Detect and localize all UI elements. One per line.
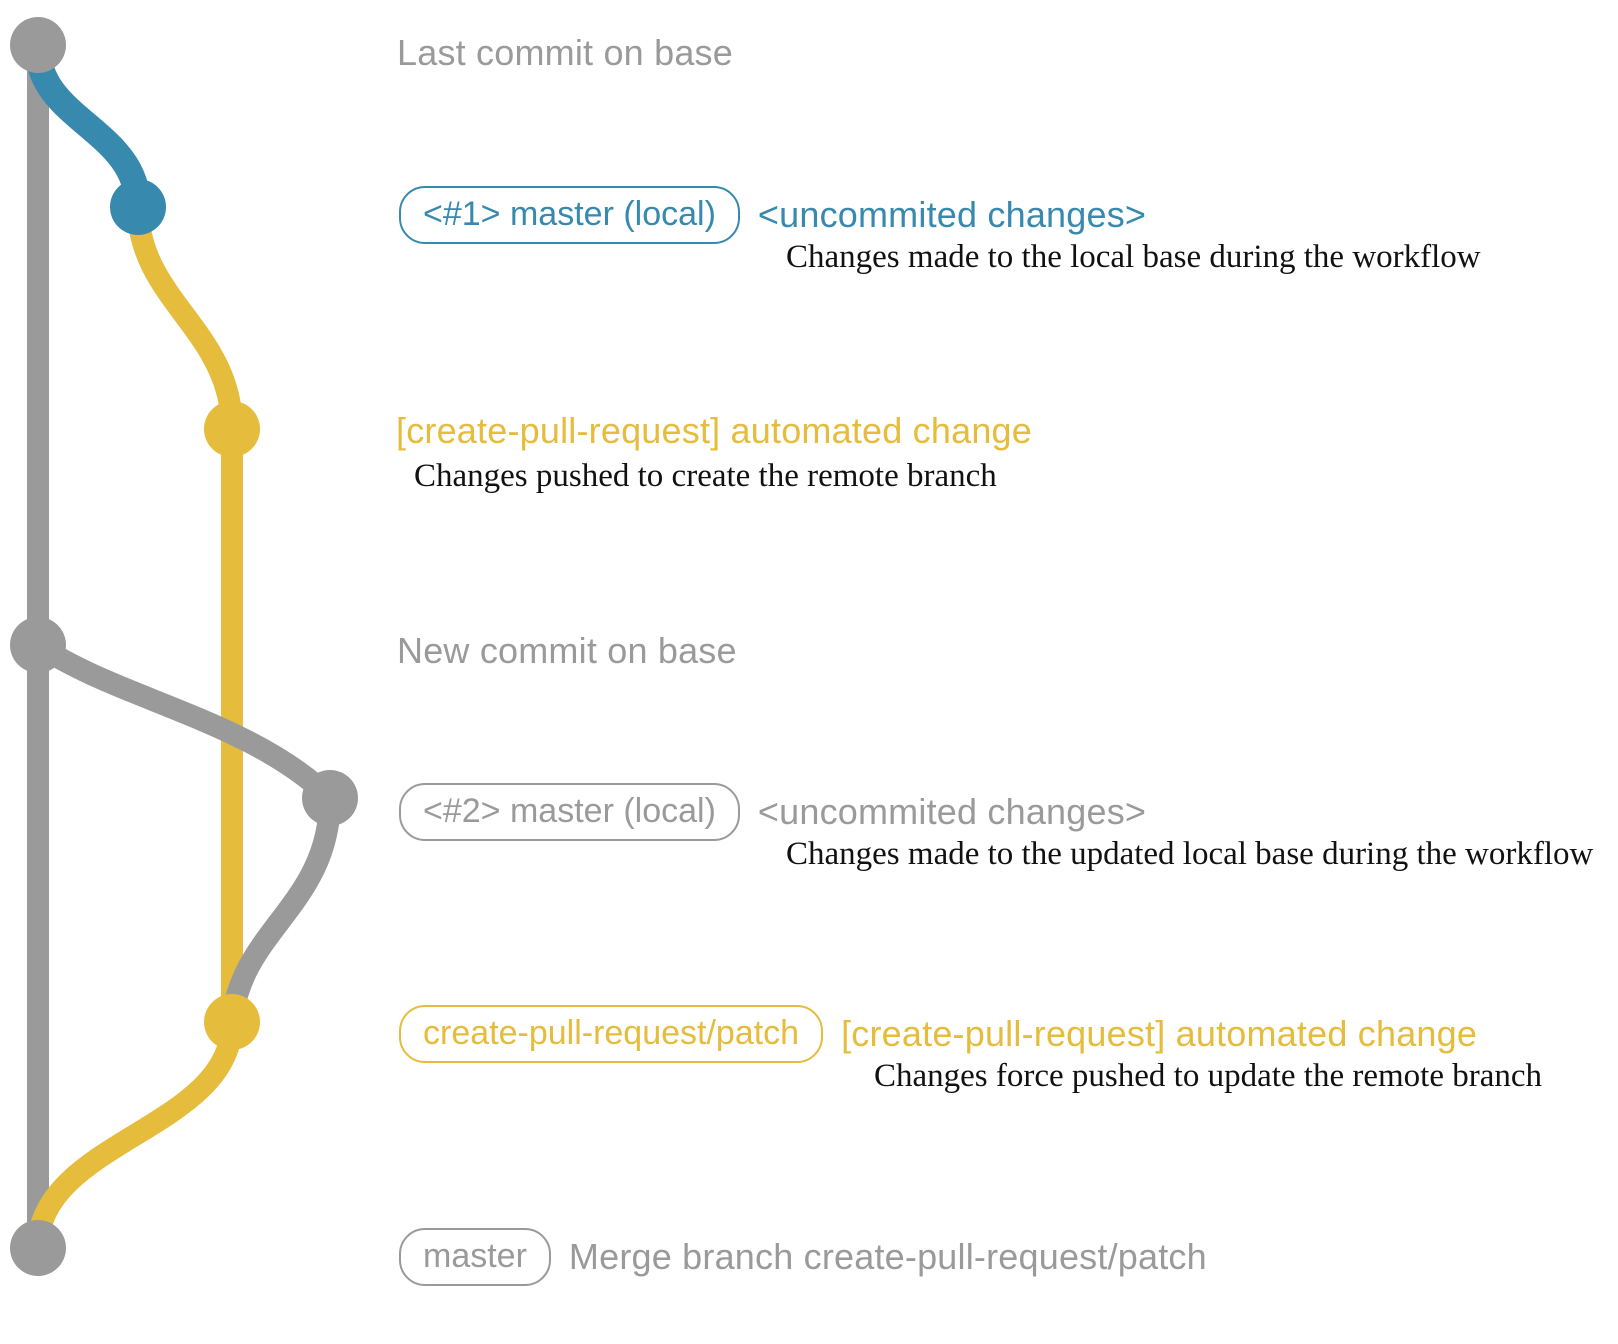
edge-local2-to-patch2 — [221, 787, 341, 1033]
edge-local1-to-patch1 — [127, 196, 243, 440]
row-automated-change-2: create-pull-request/patch [create-pull-r… — [399, 1005, 1477, 1063]
node-base-last — [10, 17, 66, 73]
commit-message-last-commit-on-base: Last commit on base — [397, 32, 733, 73]
badge-master-local-1[interactable]: <#1> master (local) — [399, 186, 740, 244]
description-master-local-2: Changes made to the updated local base d… — [786, 836, 1594, 872]
row-automated-change-1: [create-pull-request] automated change — [396, 410, 1032, 452]
commit-message-master-local-1: <uncommited changes> — [757, 194, 1147, 235]
badge-master-local-2[interactable]: <#2> master (local) — [399, 783, 740, 841]
node-base-new — [10, 617, 66, 673]
edge-patch2-to-merge — [27, 1011, 243, 1259]
row-last-commit-on-base: Last commit on base — [397, 32, 733, 74]
node-merge — [10, 1220, 66, 1276]
commit-graph — [10, 17, 358, 1276]
node-patch-1 — [204, 401, 260, 457]
node-local-1 — [110, 179, 166, 235]
description-master-local-1: Changes made to the local base during th… — [786, 239, 1481, 275]
description-automated-change-2: Changes force pushed to update the remot… — [874, 1058, 1543, 1094]
edge-base-to-local2 — [27, 634, 341, 809]
commit-message-automated-change-2: [create-pull-request] automated change — [841, 1013, 1478, 1054]
commit-message-automated-change-1: [create-pull-request] automated change — [396, 410, 1032, 451]
commit-message-new-commit-on-base: New commit on base — [397, 630, 737, 671]
edge-base-to-local1 — [25, 35, 151, 220]
description-automated-change-1: Changes pushed to create the remote bran… — [414, 458, 997, 494]
badge-master[interactable]: master — [399, 1228, 551, 1286]
badge-create-pull-request-patch[interactable]: create-pull-request/patch — [399, 1005, 824, 1063]
row-new-commit-on-base: New commit on base — [397, 630, 737, 672]
node-local-2 — [302, 770, 358, 826]
row-master-local-2: <#2> master (local) <uncommited changes> — [399, 783, 1146, 841]
row-master-local-1: <#1> master (local) <uncommited changes> — [399, 186, 1146, 244]
commit-message-master-local-2: <uncommited changes> — [757, 791, 1147, 832]
commit-message-merge-commit: Merge branch create-pull-request/patch — [568, 1236, 1207, 1277]
row-merge-commit: master Merge branch create-pull-request/… — [399, 1228, 1207, 1286]
node-patch-2 — [204, 994, 260, 1050]
